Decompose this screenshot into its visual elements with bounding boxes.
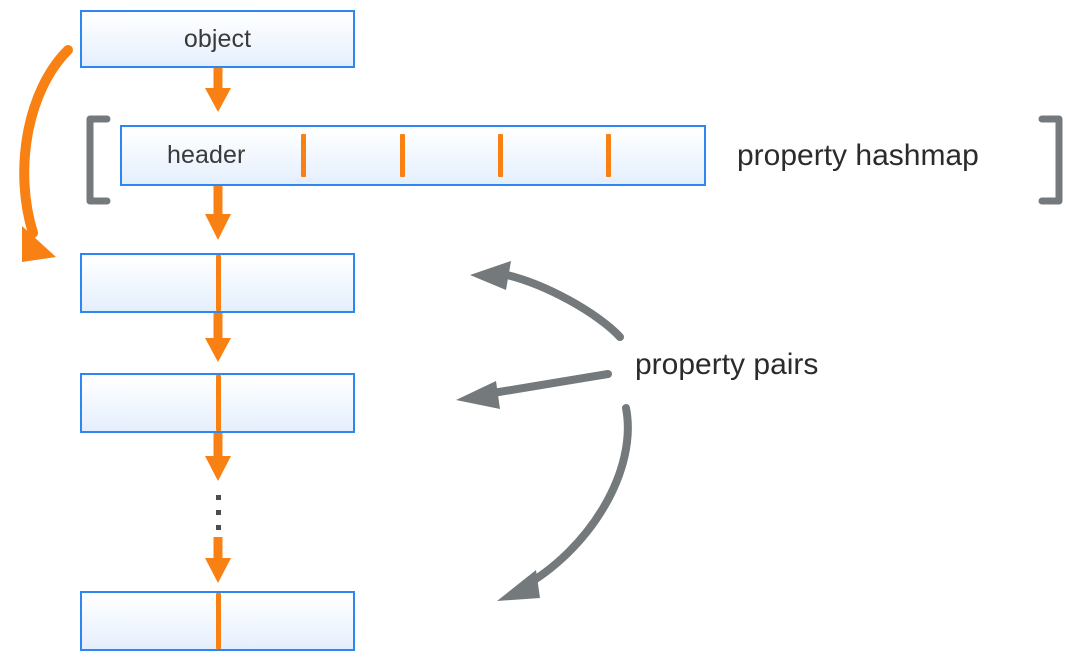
- header-cell-label: header: [167, 141, 246, 169]
- arrow-header-to-pair1: [205, 186, 231, 240]
- hashmap-slot-tick-4: [606, 134, 611, 177]
- hashmap-bracket-right: [1038, 115, 1063, 205]
- arrow-pair2-to-ellipsis: [205, 433, 231, 481]
- property-pair-divider-n: [216, 593, 221, 649]
- hashmap-slot-tick-3: [498, 134, 503, 177]
- property-pairs-label: property pairs: [635, 348, 819, 381]
- object-box-label: object: [183, 24, 252, 53]
- arrow-object-curve-to-pair1: [19, 45, 73, 262]
- arrow-pairs-to-box1: [470, 261, 624, 341]
- ellipsis-dot-1: [216, 495, 221, 500]
- property-hashmap-label: property hashmap: [737, 139, 979, 172]
- property-hashmap-row: header: [120, 125, 706, 186]
- arrow-pairs-to-boxn: [497, 404, 632, 601]
- hashmap-bracket-left: [86, 115, 111, 205]
- hashmap-slot-tick-2: [400, 134, 405, 177]
- property-pair-divider-1: [216, 255, 221, 311]
- object-box: object: [80, 10, 355, 68]
- ellipsis-dot-3: [216, 525, 221, 530]
- arrow-ellipsis-to-pairn: [205, 537, 231, 583]
- arrow-pairs-to-box2: [456, 370, 612, 409]
- arrow-pair1-to-pair2: [205, 313, 231, 362]
- ellipsis-dot-2: [216, 510, 221, 515]
- arrow-object-to-header: [205, 68, 231, 112]
- hashmap-slot-tick-1: [301, 134, 306, 177]
- property-pair-divider-2: [216, 375, 221, 431]
